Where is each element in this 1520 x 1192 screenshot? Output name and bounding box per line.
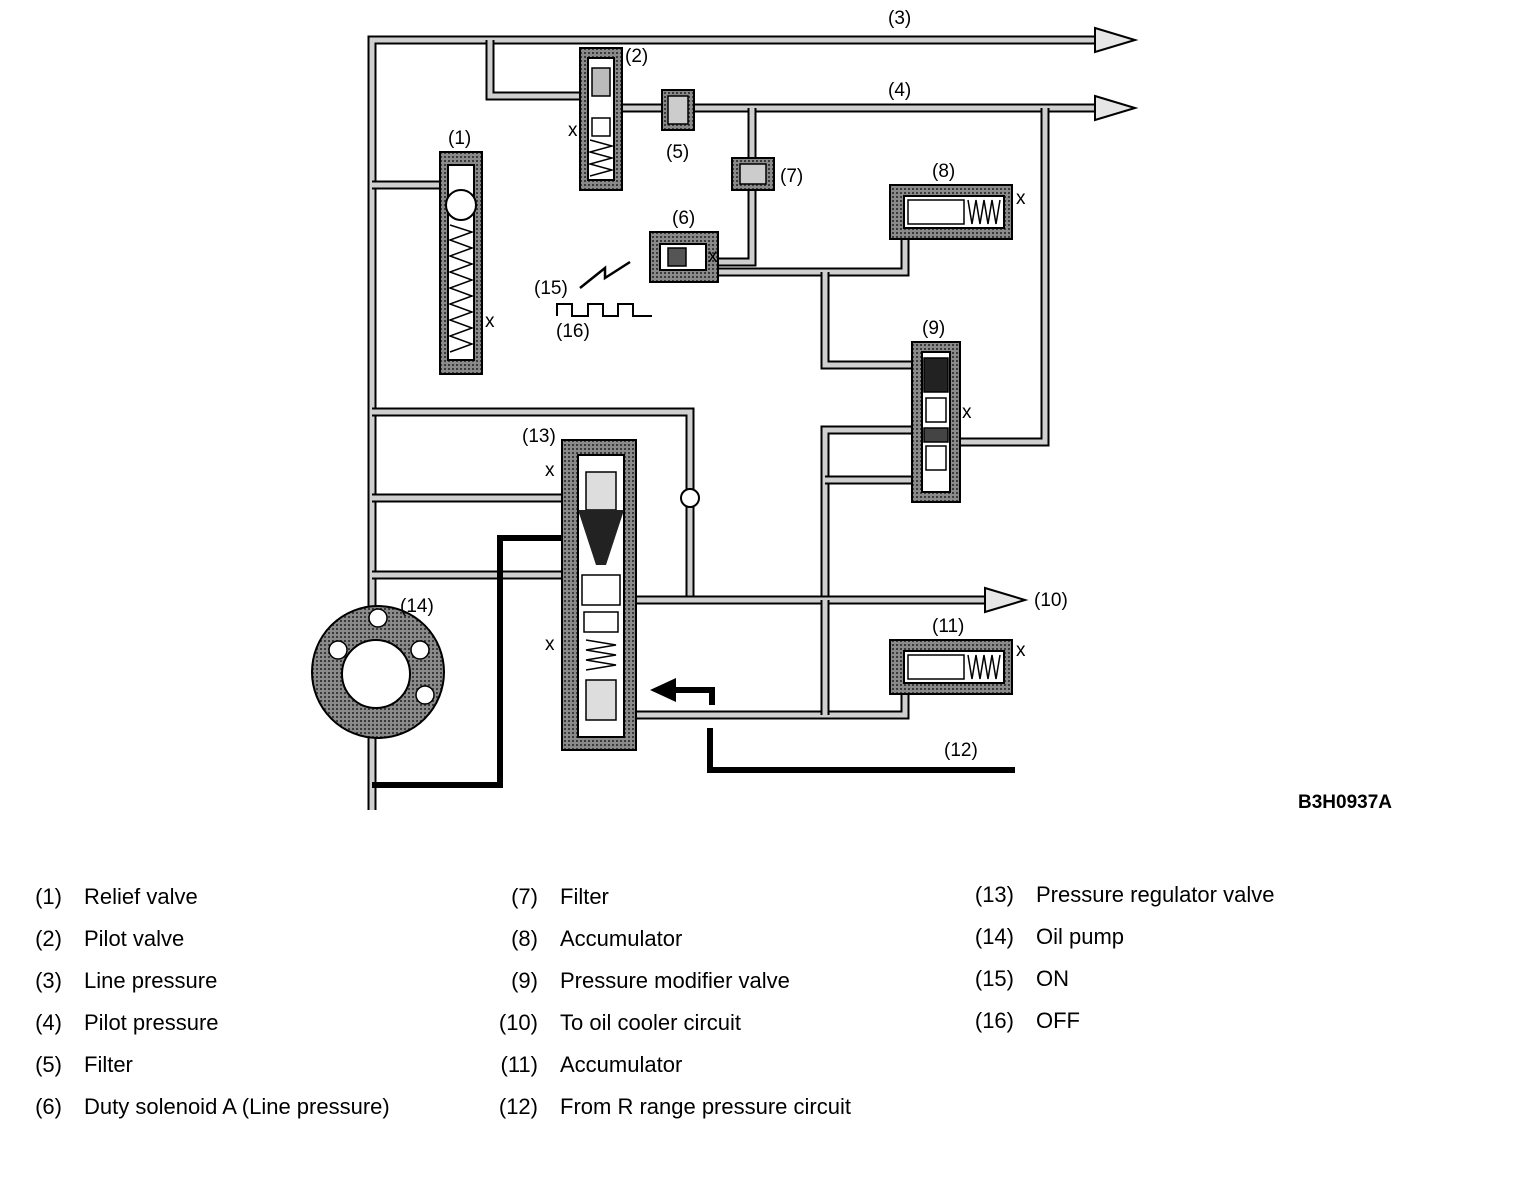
pilot-pressure-pipes [620, 103, 1100, 447]
legend-num: (6) [35, 1094, 62, 1119]
drain-mark: x [962, 402, 972, 423]
pilot-valve [579, 47, 623, 191]
pressure-modifier-valve [911, 341, 961, 503]
legend-text: Line pressure [84, 968, 218, 993]
legend-num: (12) [498, 1094, 538, 1119]
legend-num: (4) [35, 1010, 62, 1035]
filter-5 [661, 89, 695, 131]
legend-num: (5) [35, 1052, 62, 1077]
callout-16: (16) [556, 321, 590, 342]
duty-signal [556, 260, 652, 317]
legend-num: (13) [974, 882, 1014, 907]
legend-num: (1) [35, 884, 62, 909]
legend-num: (14) [974, 924, 1014, 949]
pump-outlet-pipe [372, 535, 565, 788]
callout-14: (14) [400, 596, 434, 617]
legend-text: Duty solenoid A (Line pressure) [84, 1094, 390, 1119]
oil-pump [311, 605, 445, 739]
callout-7: (7) [780, 166, 803, 187]
callout-1: (1) [448, 128, 471, 149]
hydraulic-diagram: x x x x x x x x x (1) (2) (3) (4) (5) (6… [311, 8, 1139, 810]
legend-text: Pressure regulator valve [1036, 882, 1275, 907]
drain-marks: x x x x x x x x x [485, 120, 1026, 661]
callout-10: (10) [1034, 590, 1068, 611]
legend-text: Accumulator [560, 1052, 683, 1077]
legend-text: Filter [560, 884, 609, 909]
legend-num: (8) [511, 926, 538, 951]
accumulator-11 [889, 639, 1013, 695]
callout-11: (11) [932, 616, 964, 637]
filter-7 [731, 157, 775, 191]
oil-cooler-arrow [984, 586, 1029, 614]
drain-mark: x [485, 311, 495, 332]
callout-labels: (1) (2) (3) (4) (5) (6) (7) (8) (9) (10)… [400, 8, 1068, 761]
legend-text: From R range pressure circuit [560, 1094, 851, 1119]
legend-num: (16) [974, 1008, 1014, 1033]
legend-num: (7) [511, 884, 538, 909]
callout-3: (3) [888, 8, 911, 29]
drain-mark: x [545, 634, 555, 655]
legend-text: OFF [1036, 1008, 1080, 1033]
legend-text: Oil pump [1036, 924, 1125, 949]
duty-solenoid-a [649, 231, 719, 283]
drain-mark: x [708, 246, 718, 267]
drain-mark: x [545, 460, 555, 481]
legend-text: To oil cooler circuit [560, 1010, 741, 1035]
drain-mark: x [1016, 640, 1026, 661]
callout-9: (9) [922, 318, 945, 339]
pressure-regulator-valve [561, 439, 637, 751]
legend-text: Accumulator [560, 926, 683, 951]
callout-8: (8) [932, 161, 955, 182]
legend-text: Filter [84, 1052, 133, 1077]
legend-num: (9) [511, 968, 538, 993]
pilot-pressure-arrow [1094, 94, 1139, 122]
legend-num: (11) [500, 1052, 539, 1077]
drain-mark: x [1016, 188, 1026, 209]
callout-15: (15) [534, 278, 568, 299]
legend-num: (10) [498, 1010, 538, 1035]
callout-4: (4) [888, 80, 911, 101]
callout-13: (13) [522, 426, 556, 447]
callout-6: (6) [672, 208, 695, 229]
callout-2: (2) [625, 46, 648, 67]
relief-valve [439, 151, 483, 375]
r-range-pipe [650, 678, 1015, 773]
legend-text: Relief valve [84, 884, 198, 909]
diagram-code: B3H0937A [1298, 792, 1392, 813]
legend-text: Pilot pressure [84, 1010, 219, 1035]
callout-5: (5) [666, 142, 689, 163]
line-pressure-arrow [1094, 26, 1139, 54]
drain-mark: x [568, 120, 578, 141]
legend-text: ON [1036, 966, 1069, 991]
legend-text: Pressure modifier valve [560, 968, 790, 993]
line-pressure-pipes [367, 35, 1100, 810]
legend-num: (2) [35, 926, 62, 951]
accumulator-8 [889, 184, 1013, 240]
callout-12: (12) [944, 740, 978, 761]
legend-num: (3) [35, 968, 62, 993]
check-valve [680, 488, 700, 508]
legend-text: Pilot valve [84, 926, 185, 951]
legend-num: (15) [974, 966, 1014, 991]
